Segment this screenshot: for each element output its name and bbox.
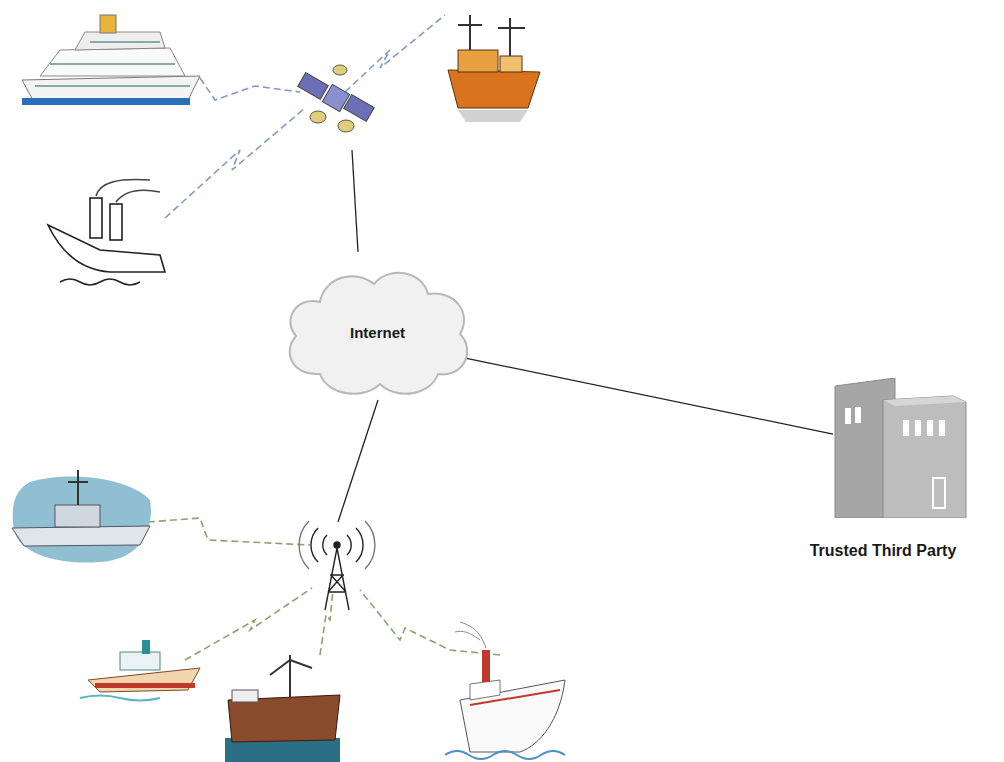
cloud-node: Internet (280, 262, 475, 402)
fishing-vessel (448, 15, 540, 122)
satellite-radio-links (165, 15, 445, 218)
radio-tower-icon (299, 521, 375, 610)
party-label: Trusted Third Party (783, 542, 983, 560)
warship (12, 470, 151, 563)
building-icon (833, 378, 968, 518)
cargo-ship (225, 655, 340, 762)
satellite-link (352, 150, 358, 252)
passenger-steamer (445, 622, 565, 759)
steam-ship (48, 180, 165, 285)
building-node: Trusted Third Party (783, 378, 983, 560)
satellite-icon (298, 65, 375, 132)
tower-radio-links (148, 518, 500, 660)
cruise-ship (22, 15, 200, 105)
tower-link (338, 400, 378, 522)
network-link (463, 358, 833, 434)
node-label: Internet (280, 324, 475, 341)
small-boat (80, 640, 200, 701)
